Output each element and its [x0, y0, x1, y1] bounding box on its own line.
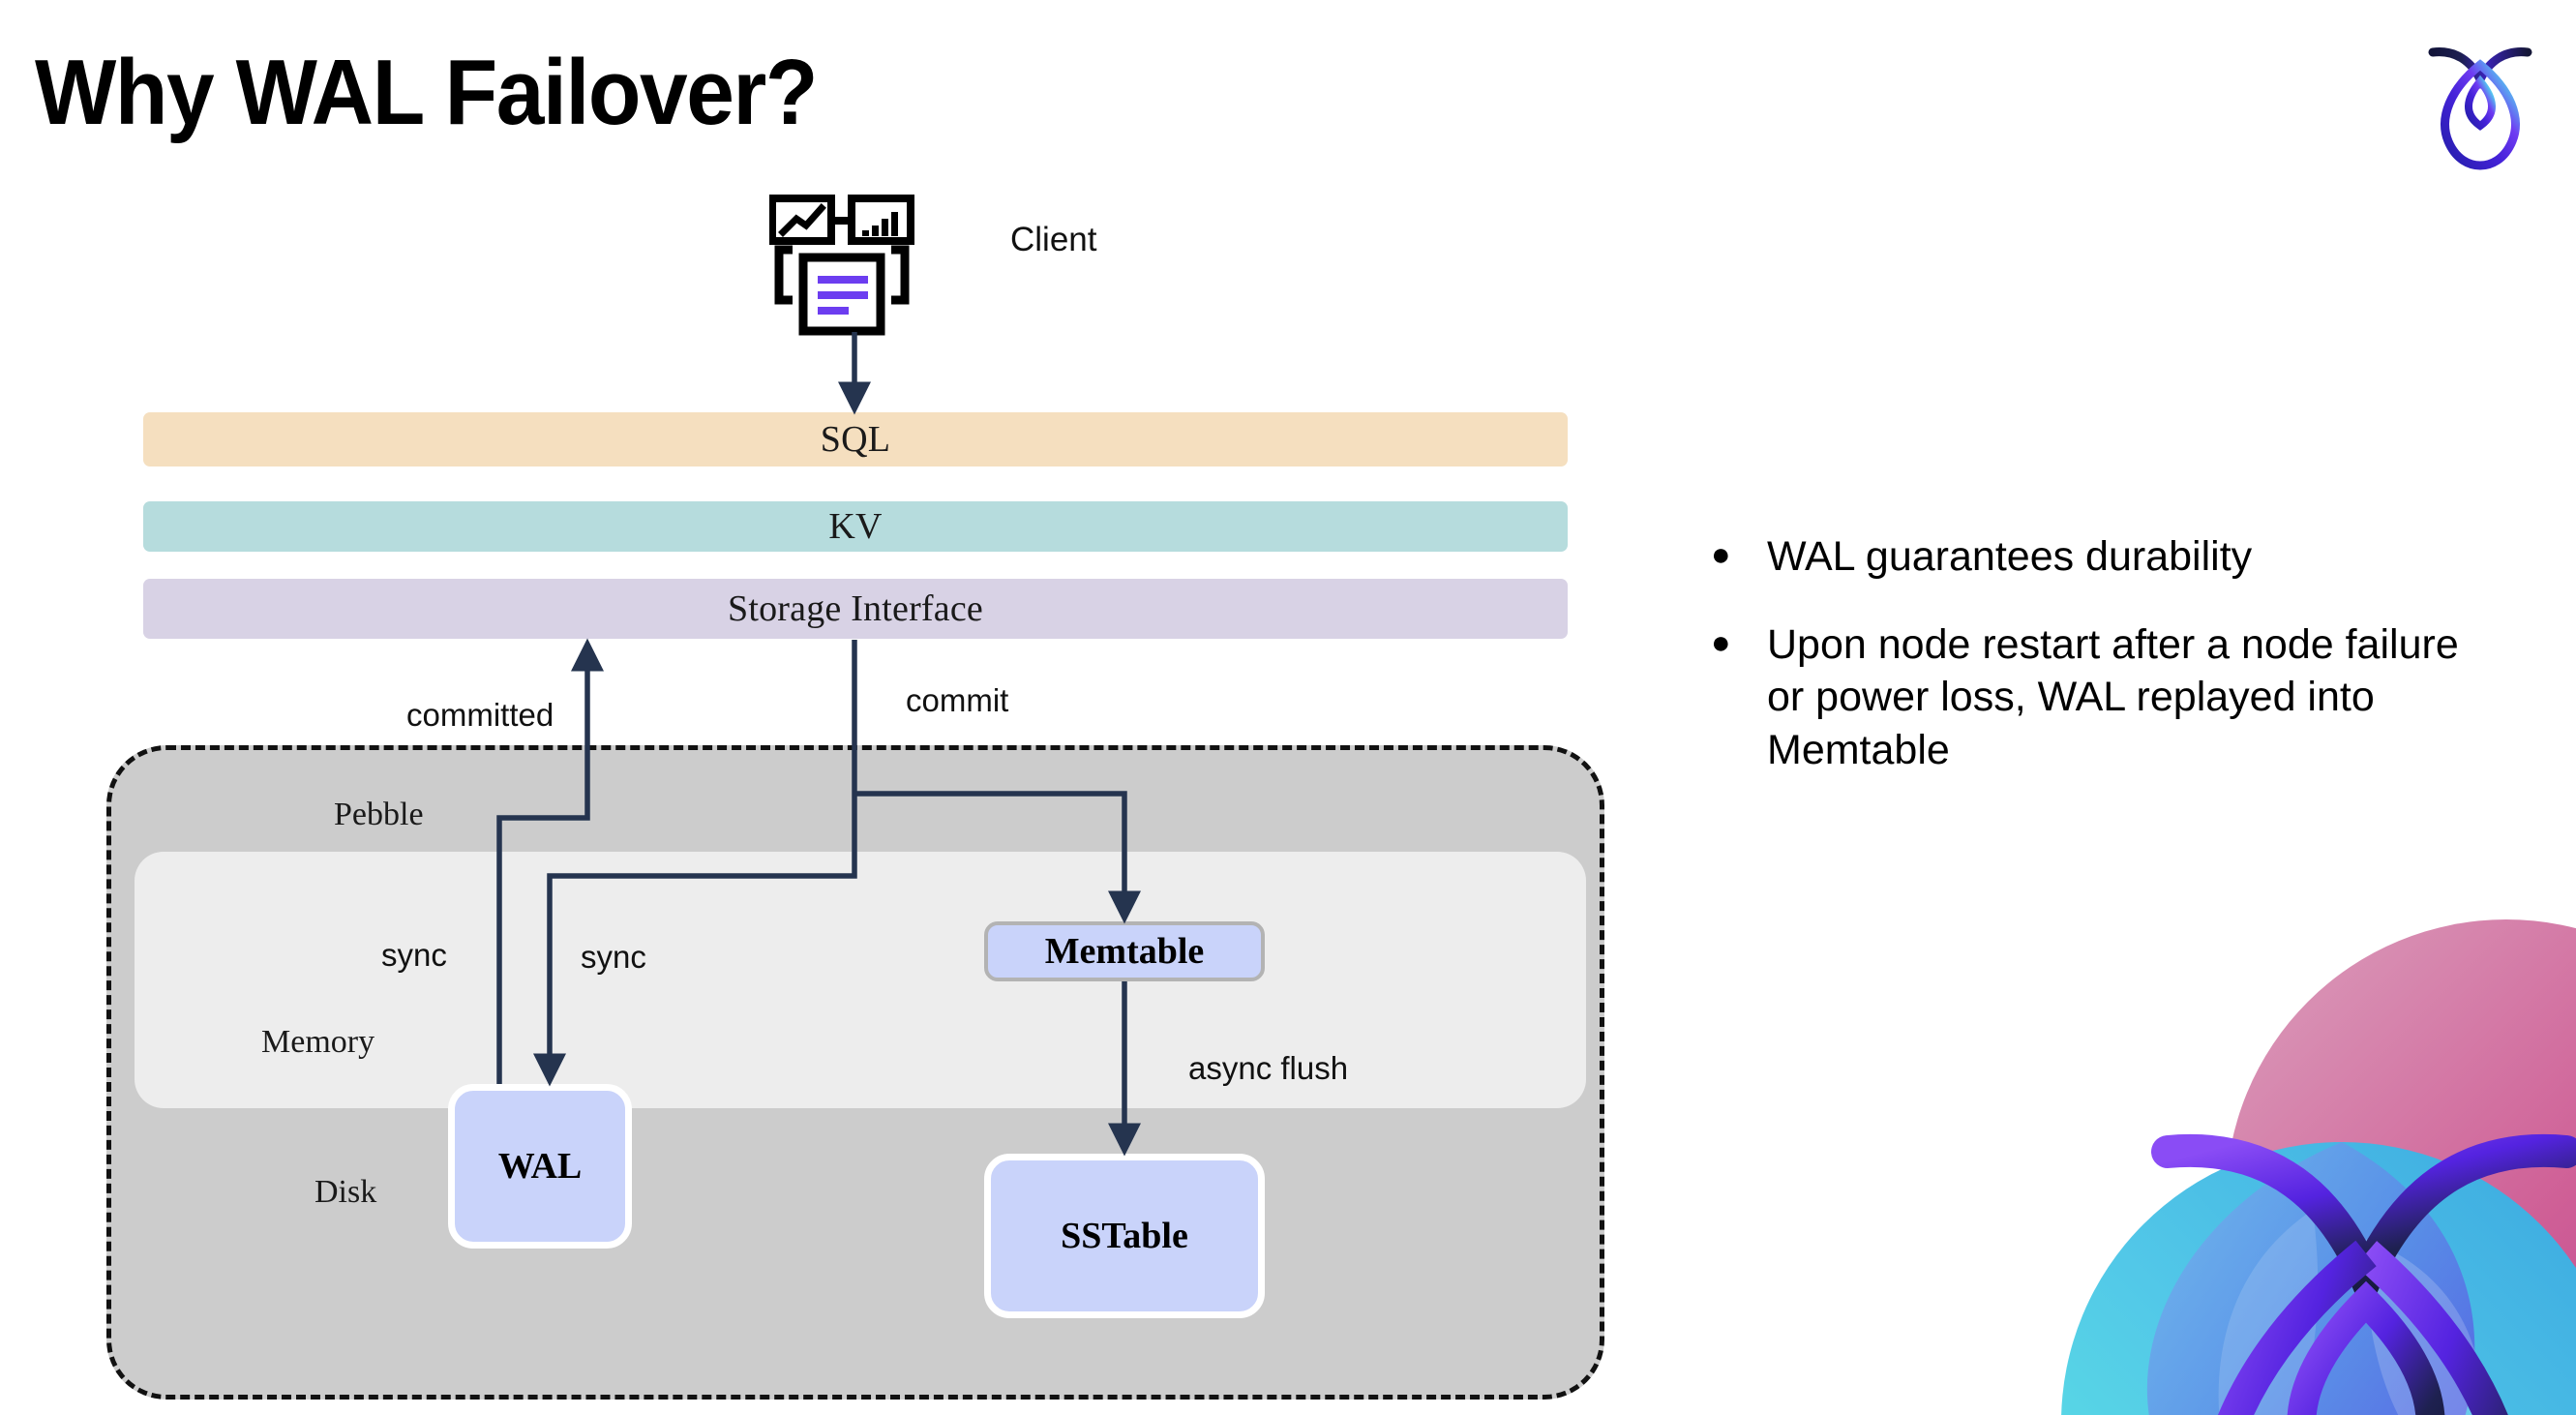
- cockroachdb-corner-graphic: [1926, 919, 2576, 1415]
- edge-label-commit: commit: [906, 682, 1009, 718]
- pebble-label: Pebble: [334, 797, 424, 832]
- node-label-wal: WAL: [497, 1146, 583, 1187]
- node-label-memtable: Memtable: [1044, 931, 1205, 972]
- node-memtable: Memtable: [984, 921, 1265, 981]
- bullet-marker-icon: ●: [1711, 536, 1731, 573]
- layer-label-storage-interface: Storage Interface: [728, 588, 983, 629]
- edge-label-sync-left: sync: [381, 937, 447, 973]
- layer-bar-kv: KV: [143, 501, 1568, 552]
- node-sstable: SSTable: [984, 1154, 1265, 1318]
- layer-label-kv: KV: [828, 506, 883, 547]
- client-dashboard-icon: [768, 194, 934, 337]
- pebble-container: Pebble Memory Disk: [106, 745, 1604, 1400]
- node-wal: WAL: [448, 1084, 632, 1249]
- cockroachdb-logo-icon: [2408, 25, 2553, 170]
- disk-label: Disk: [315, 1174, 377, 1210]
- layer-bar-sql: SQL: [143, 412, 1568, 467]
- bullet-text-1: WAL guarantees durability: [1767, 533, 2253, 580]
- bullet-list: ● WAL guarantees durability ● Upon node …: [1711, 530, 2504, 811]
- page-title: Why WAL Failover?: [35, 41, 818, 144]
- edge-label-committed: committed: [406, 697, 554, 733]
- memory-label: Memory: [261, 1024, 375, 1060]
- bullet-text-2: Upon node restart after a node failure o…: [1767, 620, 2459, 773]
- bullet-marker-icon: ●: [1711, 623, 1731, 661]
- edge-label-sync-right: sync: [581, 939, 646, 975]
- node-label-sstable: SSTable: [1061, 1216, 1188, 1256]
- bullet-item-2: ● Upon node restart after a node failure…: [1711, 618, 2504, 777]
- client-label: Client: [1010, 221, 1097, 258]
- layer-bar-storage-interface: Storage Interface: [143, 579, 1568, 639]
- memory-region: [135, 852, 1586, 1108]
- bullet-item-1: ● WAL guarantees durability: [1711, 530, 2504, 584]
- edge-label-async-flush: async flush: [1188, 1050, 1349, 1086]
- layer-label-sql: SQL: [820, 419, 891, 460]
